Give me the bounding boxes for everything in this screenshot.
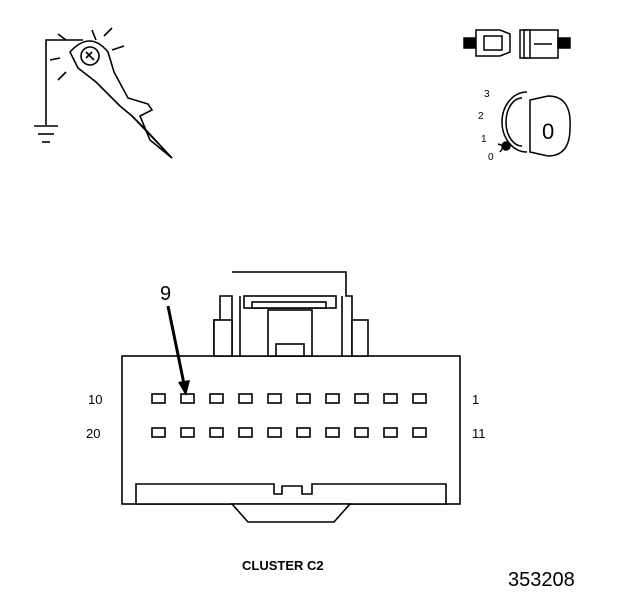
- connector-outline: [121, 271, 461, 523]
- pin-cavity-14: [325, 427, 340, 438]
- pin-cavity-18: [209, 427, 224, 438]
- pin-cavity-13: [354, 427, 369, 438]
- pin-cavity-2: [383, 393, 398, 404]
- pin-cavity-8: [209, 393, 224, 404]
- ignition-position-3: 3: [484, 89, 490, 100]
- pin-cavity-16: [267, 427, 282, 438]
- pin-cavity-3: [354, 393, 369, 404]
- pin-cavities: [151, 393, 427, 438]
- pin-cavity-6: [267, 393, 282, 404]
- ignition-key-icon: [497, 91, 571, 157]
- row-label-10: 10: [88, 392, 102, 407]
- ignition-position-2: 2: [478, 111, 484, 122]
- disconnected-connector-icon: [463, 29, 571, 59]
- ignition-key-label: 0: [542, 119, 554, 144]
- pin-cavity-7: [238, 393, 253, 404]
- pin-cavity-4: [325, 393, 340, 404]
- connector-name: CLUSTER C2: [242, 558, 324, 573]
- row-label-20: 20: [86, 426, 100, 441]
- pin-cavity-12: [383, 427, 398, 438]
- pin-cavity-1: [412, 393, 427, 404]
- pin-cavity-11: [412, 427, 427, 438]
- pin-callout-arrow: [166, 305, 190, 396]
- pin-cavity-17: [238, 427, 253, 438]
- ignition-position-0: 0: [488, 152, 494, 163]
- pin-callout-label: 9: [160, 283, 171, 305]
- pin-cavity-10: [151, 393, 166, 404]
- ignition-position-1: 1: [481, 134, 487, 145]
- pin-cavity-9: [180, 393, 195, 404]
- row-label-11: 11: [472, 426, 486, 441]
- ground-symbol-icon: [34, 125, 58, 143]
- pin-cavity-19: [180, 427, 195, 438]
- pin-cavity-15: [296, 427, 311, 438]
- test-probe-icon: [45, 27, 173, 159]
- pin-cavity-20: [151, 427, 166, 438]
- figure-number: 353208: [508, 569, 575, 591]
- pin-cavity-5: [296, 393, 311, 404]
- row-label-1: 1: [472, 392, 479, 407]
